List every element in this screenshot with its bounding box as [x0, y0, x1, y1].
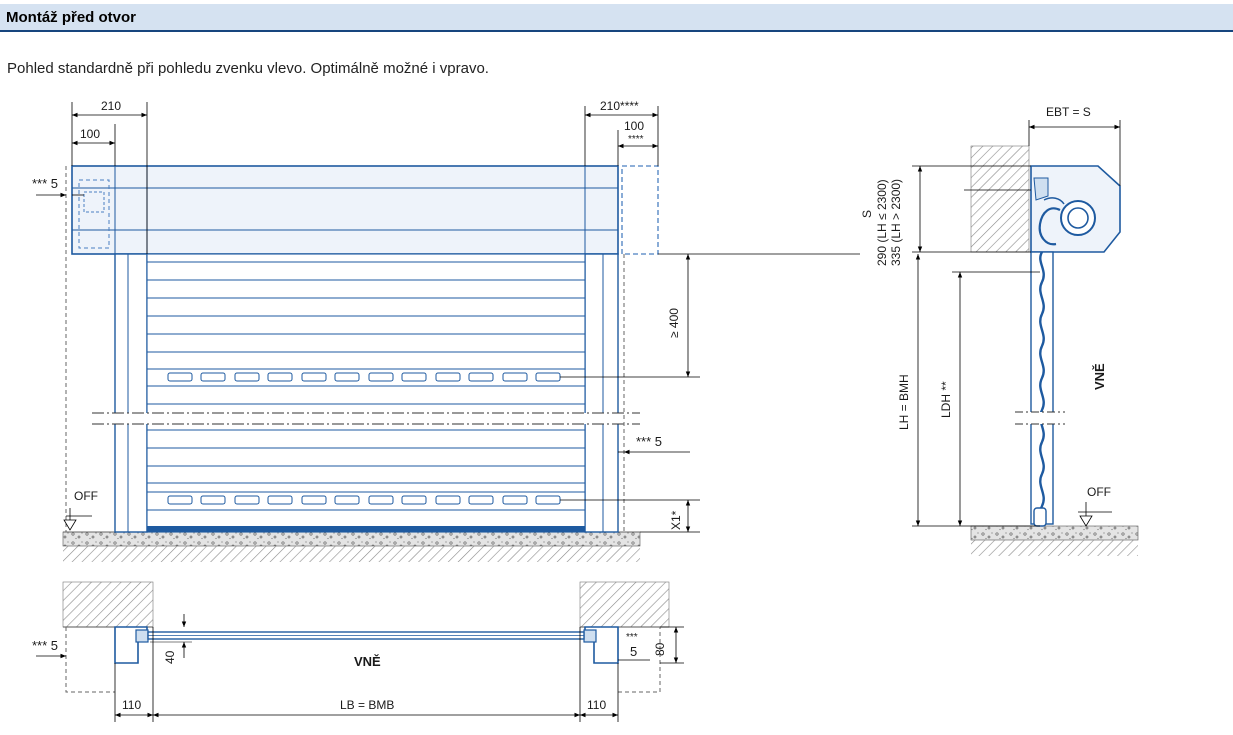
side-frame-left — [114, 253, 148, 533]
floor-gravel — [62, 531, 641, 547]
side-frame-right — [584, 253, 619, 533]
plan-label-offset-right: 5 — [630, 644, 637, 659]
plan-label-clear-width: LB = BMB — [340, 698, 394, 712]
bottom-rail — [147, 526, 585, 532]
side-wall — [970, 145, 1030, 253]
dim-s: S 290 (LH ≤ 2300) 335 (LH > 2300) — [860, 165, 1031, 266]
front-view: 210 100 210**** 100 **** *** 5 — [32, 99, 860, 562]
plan-label-frame-right: 110 — [587, 698, 606, 712]
dim-label-ebt: EBT = S — [1046, 105, 1091, 119]
dim-offset-right: *** 5 — [618, 434, 690, 455]
dim-100-left: 100 — [72, 124, 116, 166]
plan-dim-bottom: 110 LB = BMB 110 — [114, 627, 619, 722]
dim-label-offset-left: *** 5 — [32, 176, 58, 191]
dim-label-s-large: 335 (LH > 2300) — [889, 179, 903, 266]
side-guide-rail — [1030, 251, 1054, 525]
dim-label-min-height: ≥ 400 — [667, 308, 681, 338]
header-bar: Montáž před otvor — [0, 4, 1233, 32]
dim-x1: X1* — [560, 499, 700, 533]
dim-label-s: S — [860, 210, 874, 218]
floor-label-side: OFF — [1087, 485, 1111, 499]
dim-lh: LH = BMH — [897, 254, 1040, 527]
plan-label-frame-left: 110 — [122, 698, 141, 712]
dim-ldh: LDH ** — [939, 271, 1040, 526]
dim-label-offset-right: *** 5 — [636, 434, 662, 449]
plan-label-80: 80 — [653, 642, 667, 656]
side-floor-gravel — [970, 525, 1139, 541]
dim-label-ldh: LDH ** — [939, 381, 953, 418]
vision-panel-lower — [167, 495, 561, 505]
dim-label-100-right: 100 — [624, 119, 644, 133]
side-view: EBT = S S 290 (LH ≤ 2300) 335 (LH > 2300… — [860, 105, 1139, 556]
dim-ebt: EBT = S — [1028, 105, 1121, 186]
floor-label-front: OFF — [74, 489, 98, 503]
dim-210-right: 210**** — [584, 99, 659, 166]
dim-100-right: 100 **** — [617, 119, 658, 166]
dim-offset-left: *** 5 — [32, 176, 84, 198]
plan-label-40: 40 — [163, 650, 177, 664]
side-floor-hatch — [971, 540, 1138, 556]
page-title: Montáž před otvor — [6, 9, 136, 26]
plan-wall-left — [62, 581, 154, 628]
intro-text: Pohled standardně při pohledu zvenku vle… — [7, 60, 489, 77]
dim-label-100-left: 100 — [80, 127, 100, 141]
plan-dim-offset-left: *** 5 — [32, 638, 66, 659]
plan-label-offset-right-note: *** — [626, 632, 638, 643]
plan-dim-offset-right: *** 5 — [618, 632, 650, 661]
dim-min-height: ≥ 400 — [560, 253, 700, 378]
dim-note-right: **** — [628, 134, 644, 145]
floor-level-marker-side: OFF — [1078, 485, 1112, 527]
plan-label-offset-left: *** 5 — [32, 638, 58, 653]
side-curtain-profile — [1039, 251, 1045, 525]
dim-label-lh: LH = BMH — [897, 374, 911, 430]
dim-label-210-right: 210**** — [600, 99, 639, 113]
floor-hatch — [63, 546, 640, 562]
dim-label-210-left: 210 — [101, 99, 121, 113]
dim-label-x1: X1* — [669, 510, 683, 530]
outside-label-plan: VNĚ — [354, 654, 381, 669]
door-curtain — [146, 253, 586, 533]
floor-level-marker-front: OFF — [63, 489, 98, 531]
drive-unit-right — [621, 165, 659, 255]
drive-unit-left — [78, 179, 110, 249]
plan-dim-40: 40 — [150, 614, 192, 664]
dim-label-s-small: 290 (LH ≤ 2300) — [875, 179, 889, 266]
outside-label-side: VNĚ — [1092, 363, 1107, 390]
plan-view: *** 5 40 VNĚ *** 5 80 — [32, 581, 684, 722]
roller-box — [71, 165, 619, 255]
dim-210-left: 210 — [71, 99, 148, 254]
plan-wall-right — [579, 581, 670, 628]
plan-dim-80: 80 — [653, 626, 684, 664]
